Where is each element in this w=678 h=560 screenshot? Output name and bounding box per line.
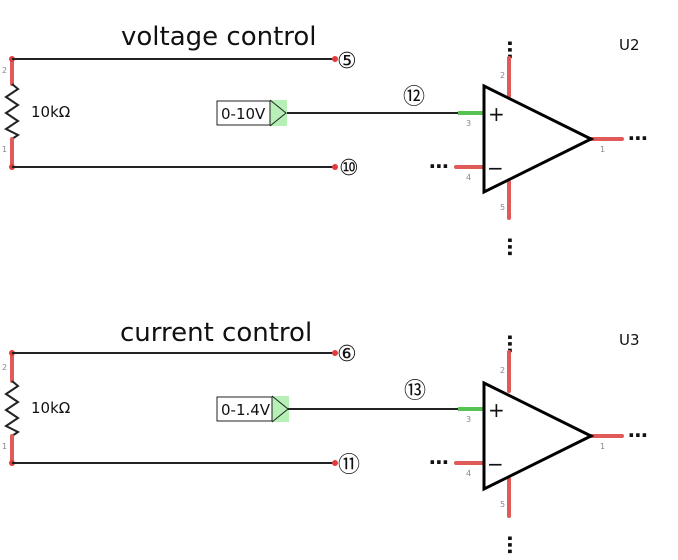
opamp-plus-sign: + xyxy=(488,398,505,422)
net-dot-top xyxy=(332,350,338,356)
resistor-pin-number-top: 2 xyxy=(2,363,7,372)
section-title: current control xyxy=(120,318,312,348)
resistor-value-label: 10kΩ xyxy=(31,103,70,121)
net-label-signal: ⑬ xyxy=(404,379,426,404)
opamp-pin-number-top: 2 xyxy=(500,71,505,80)
net-label-bottom: ⑪ xyxy=(338,453,360,478)
resistor-zigzag xyxy=(4,380,20,437)
resistor-zigzag xyxy=(4,83,20,140)
net-label-top: ⑥ xyxy=(337,342,357,367)
opamp-body xyxy=(482,380,595,492)
opamp-pin-number-top: 2 xyxy=(500,366,505,375)
voltage-source[interactable]: 0-1.4V xyxy=(216,395,289,423)
opamp-bottom-continuation: ⋯ xyxy=(498,237,522,257)
voltage-source[interactable]: 0-10V xyxy=(216,99,287,127)
net-dot-bottom xyxy=(332,460,338,466)
section-current-control: current control 2 1 10kΩ ⑥ ⑪ 0-1.4V ⑬ xyxy=(2,318,648,555)
source-arrow xyxy=(269,99,287,127)
source-connector xyxy=(270,100,287,126)
opamp-pin-number-minus: 4 xyxy=(466,173,471,182)
opamp-pin-number-output: 1 xyxy=(600,145,605,154)
net-label-top: ⑤ xyxy=(337,49,357,74)
net-label-signal: ⑫ xyxy=(403,85,425,110)
opamp-reference: U2 xyxy=(619,36,640,54)
opamp-u2[interactable]: U2 ⋯ 2 5 ⋯ 3 4 ⋯ 1 ⋯ + − xyxy=(429,36,648,257)
opamp-minus-sign: − xyxy=(487,156,504,180)
resistor-pin-number-bottom: 1 xyxy=(2,442,7,451)
net-dot-bottom xyxy=(332,164,338,170)
opamp-plus-sign: + xyxy=(488,102,505,126)
resistor-r1[interactable]: 2 1 10kΩ xyxy=(2,56,70,170)
section-voltage-control: voltage control 2 1 10kΩ ⑤ ⑩ 0-10V ⑫ xyxy=(2,22,648,257)
opamp-pin-number-output: 1 xyxy=(600,442,605,451)
opamp-top-continuation: ⋯ xyxy=(498,40,522,60)
net-dot-top xyxy=(332,56,338,62)
source-label: 0-1.4V xyxy=(221,401,271,419)
opamp-body xyxy=(482,83,595,195)
opamp-reference: U3 xyxy=(619,331,640,349)
source-box xyxy=(216,396,273,422)
opamp-u3[interactable]: U3 ⋯ 2 5 ⋯ 3 4 ⋯ 1 ⋯ + − xyxy=(429,331,648,555)
opamp-top-continuation: ⋯ xyxy=(498,334,522,354)
opamp-output-continuation: ⋯ xyxy=(628,423,648,447)
resistor-value-label: 10kΩ xyxy=(31,399,70,417)
opamp-pin-number-minus: 4 xyxy=(466,469,471,478)
opamp-minus-continuation: ⋯ xyxy=(429,450,449,474)
source-connector xyxy=(272,396,289,422)
opamp-pin-number-bottom: 5 xyxy=(500,203,505,212)
opamp-pin-number-bottom: 5 xyxy=(500,500,505,509)
section-title: voltage control xyxy=(121,22,317,52)
resistor-pin-number-top: 2 xyxy=(2,66,7,75)
source-label: 0-10V xyxy=(221,105,266,123)
source-box xyxy=(216,100,271,126)
resistor-pin-number-bottom: 1 xyxy=(2,145,7,154)
opamp-bottom-continuation: ⋯ xyxy=(498,535,522,555)
net-label-bottom: ⑩ xyxy=(339,156,359,181)
opamp-pin-number-plus: 3 xyxy=(466,415,471,424)
opamp-output-continuation: ⋯ xyxy=(628,126,648,150)
opamp-minus-continuation: ⋯ xyxy=(429,154,449,178)
resistor-r2[interactable]: 2 1 10kΩ xyxy=(2,350,70,466)
opamp-minus-sign: − xyxy=(487,452,504,476)
opamp-pin-number-plus: 3 xyxy=(466,119,471,128)
